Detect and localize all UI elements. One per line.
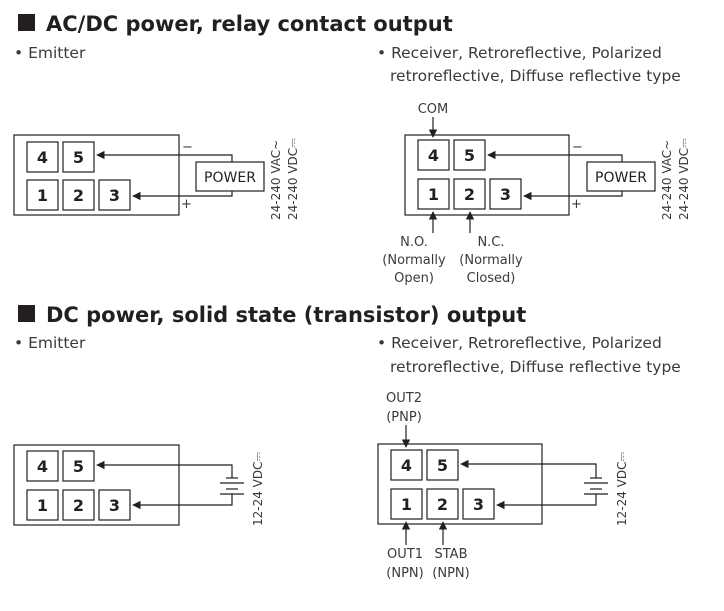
section-1-bullet-square xyxy=(18,14,35,31)
terminal-3: 3 xyxy=(98,179,131,211)
section-2-receiver-label-line1: • Receiver, Retroreflective, Polarized xyxy=(377,334,662,352)
svg-text:5: 5 xyxy=(73,457,84,476)
nc-label-line1: N.C. xyxy=(477,235,504,250)
plus-sign: + xyxy=(181,197,192,212)
section-2-receiver-label-line2: retroreflective, Diffuse reflective type xyxy=(390,358,681,376)
power-label: POWER xyxy=(595,170,647,186)
svg-text:3: 3 xyxy=(500,185,511,204)
terminal-5: 5 xyxy=(62,141,95,173)
svg-text:2: 2 xyxy=(73,496,84,515)
terminal-4: 4 xyxy=(390,449,423,481)
terminal-3: 3 xyxy=(462,488,495,520)
svg-text:2: 2 xyxy=(73,186,84,205)
svg-text:1: 1 xyxy=(37,496,48,515)
stab-label-line1: STAB xyxy=(435,547,468,562)
out1-label-line1: OUT1 xyxy=(387,547,423,562)
svg-text:1: 1 xyxy=(37,186,48,205)
svg-text:2: 2 xyxy=(464,185,475,204)
battery-icon xyxy=(584,477,608,495)
power-label: POWER xyxy=(204,170,256,186)
voltage-label-dc: 24-240 VDC⎓ xyxy=(677,138,691,220)
wire-plus-to-terminal-3 xyxy=(523,191,623,201)
voltage-label-dc: 12-24 VDC⎓ xyxy=(251,451,265,526)
out2-label-line2: (PNP) xyxy=(386,410,422,425)
section-1-emitter-label: • Emitter xyxy=(14,44,86,62)
voltage-label-dc: 12-24 VDC⎓ xyxy=(615,451,629,526)
terminal-1: 1 xyxy=(390,488,423,520)
nc-label-line3: Closed) xyxy=(467,271,516,286)
voltage-label-ac: 24-240 VAC~ xyxy=(660,140,674,220)
terminal-4: 4 xyxy=(417,139,450,171)
terminal-5: 5 xyxy=(453,139,486,171)
power-box xyxy=(195,161,265,192)
no-label-line1: N.O. xyxy=(400,235,428,250)
section-2-bullet-square xyxy=(18,305,35,322)
svg-text:4: 4 xyxy=(37,457,48,476)
terminal-2: 2 xyxy=(62,489,95,521)
section-1-title: AC/DC power, relay contact output xyxy=(46,12,453,36)
svg-text:3: 3 xyxy=(109,496,120,515)
section-2-emitter-diagram: 4 5 1 2 3 12-24 VDC⎓ xyxy=(13,444,265,526)
svg-text:1: 1 xyxy=(401,495,412,514)
stab-label-line2: (NPN) xyxy=(432,566,469,581)
terminal-5: 5 xyxy=(62,450,95,482)
section-1-receiver-diagram: 4 5 1 2 3 COM POWER − + 24-240 VAC~ 24-2… xyxy=(382,102,691,286)
svg-text:5: 5 xyxy=(73,148,84,167)
svg-text:3: 3 xyxy=(109,186,120,205)
terminal-1: 1 xyxy=(26,489,59,521)
out1-label-line2: (NPN) xyxy=(386,566,423,581)
minus-sign: − xyxy=(182,140,193,155)
section-2-emitter-label: • Emitter xyxy=(14,334,86,352)
terminal-2: 2 xyxy=(426,488,459,520)
svg-text:5: 5 xyxy=(437,456,448,475)
section-1-emitter-diagram: 4 5 1 2 3 POWER − + 24-240 VAC~ 24-240 V… xyxy=(13,134,300,220)
no-label-line2: (Normally xyxy=(382,253,446,268)
wire-plus-to-terminal-3 xyxy=(132,191,233,201)
terminal-2: 2 xyxy=(453,178,486,210)
out2-label-line1: OUT2 xyxy=(386,391,422,406)
section-2-title: DC power, solid state (transistor) outpu… xyxy=(46,303,526,327)
wire-minus-to-terminal-5 xyxy=(96,150,233,162)
svg-text:2: 2 xyxy=(437,495,448,514)
svg-text:5: 5 xyxy=(464,146,475,165)
terminal-4: 4 xyxy=(26,141,59,173)
wire-minus-to-terminal-5 xyxy=(487,150,623,162)
minus-sign: − xyxy=(572,140,583,155)
no-label-line3: Open) xyxy=(394,271,434,286)
svg-text:4: 4 xyxy=(428,146,439,165)
nc-label-line2: (Normally xyxy=(459,253,523,268)
terminal-1: 1 xyxy=(417,178,450,210)
svg-text:3: 3 xyxy=(473,495,484,514)
terminal-1: 1 xyxy=(26,179,59,211)
section-2-receiver-diagram: 4 5 1 2 3 OUT2 (PNP) 12-24 VDC⎓ OUT1 (NP… xyxy=(377,391,629,581)
section-1-receiver-label-line1: • Receiver, Retroreflective, Polarized xyxy=(377,44,662,62)
svg-text:4: 4 xyxy=(37,148,48,167)
wire-battery-minus-to-terminal-5 xyxy=(96,460,233,478)
terminal-5: 5 xyxy=(426,449,459,481)
terminal-2: 2 xyxy=(62,179,95,211)
voltage-label-ac: 24-240 VAC~ xyxy=(269,140,283,220)
wire-battery-minus-to-terminal-5 xyxy=(460,459,597,478)
battery-icon xyxy=(220,477,244,495)
section-1-receiver-label-line2: retroreflective, Diffuse reflective type xyxy=(390,67,681,85)
svg-text:4: 4 xyxy=(401,456,412,475)
voltage-label-dc: 24-240 VDC⎓ xyxy=(286,138,300,220)
terminal-3: 3 xyxy=(489,178,522,210)
wire-battery-plus-to-terminal-3 xyxy=(496,494,597,510)
terminal-3: 3 xyxy=(98,489,131,521)
terminal-4: 4 xyxy=(26,450,59,482)
com-label: COM xyxy=(418,102,449,117)
plus-sign: + xyxy=(571,197,582,212)
wire-battery-plus-to-terminal-3 xyxy=(132,494,233,510)
power-box xyxy=(586,161,656,192)
svg-text:1: 1 xyxy=(428,185,439,204)
